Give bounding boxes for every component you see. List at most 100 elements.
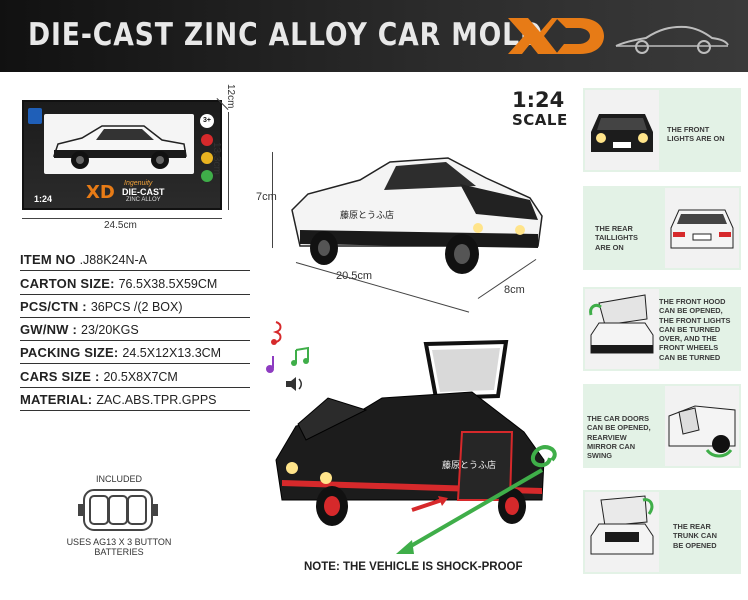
spec-label: PACKING SIZE:	[20, 345, 119, 361]
product-box: 3+ 1:24 XD Ingenuity DIE-CAST ZINC ALLOY	[22, 100, 222, 210]
box-body: 3+ 1:24 XD Ingenuity DIE-CAST ZINC ALLOY	[22, 100, 222, 210]
feature-photo	[585, 90, 659, 170]
spec-row: PCS/CTN : 36PCS /(2 BOX)	[20, 295, 250, 318]
scale-ratio: 1:24	[512, 88, 565, 112]
box-logo: XD Ingenuity DIE-CAST ZINC ALLOY	[86, 180, 186, 206]
spec-row: GW/NW : 23/20KGS	[20, 318, 250, 342]
front-car-photo-icon	[591, 114, 653, 152]
svg-text:藤原とうふ店: 藤原とうふ店	[442, 459, 496, 471]
feature-text-line: THE FRONT	[667, 125, 710, 134]
spec-row: MATERIAL: ZAC.ABS.TPR.GPPS	[20, 388, 250, 412]
scale-word: SCALE	[512, 111, 568, 129]
box-logo-mark: XD	[86, 182, 115, 203]
shock-proof-note: NOTE: THE VEHICLE IS SHOCK-PROOF	[304, 561, 523, 573]
feature-text: THE REAR TAILLIGHTS ARE ON	[595, 224, 638, 252]
feature-text-line: OVER, AND THE	[659, 334, 717, 343]
spec-value: 23/20KGS	[81, 323, 139, 338]
car-silhouette-icon	[615, 25, 729, 54]
box-side-panel: 3+	[198, 110, 218, 190]
feature-photo	[585, 492, 659, 572]
speaker-icon	[286, 377, 302, 391]
feature-photo	[665, 386, 739, 466]
music-note-red-icon	[271, 321, 282, 345]
box-window	[44, 114, 194, 174]
box-depth-label: 12cm	[225, 84, 236, 109]
spec-value: 76.5X38.5X59CM	[118, 276, 218, 291]
battery-caption-line2: BATTERIES	[94, 547, 144, 558]
car-width-label: 8cm	[504, 284, 525, 296]
box-brand-line2: ZINC ALLOY	[126, 197, 161, 203]
spec-value: .J88K24N-A	[79, 253, 147, 268]
feature-text-line: THE FRONT LIGHTS	[659, 315, 731, 325]
feature-text: THE REAR TRUNK CAN BE OPENED	[673, 522, 717, 550]
battery-caption-line1: USES AG13 X 3 BUTTON	[66, 537, 172, 547]
feature-text-line: LIGHTS ARE ON	[667, 134, 725, 144]
feature-photo	[665, 188, 739, 268]
feature-panel-rear-trunk: THE REAR TRUNK CAN BE OPENED	[583, 490, 741, 574]
header-banner: DIE-CAST ZINC ALLOY CAR MOLD	[0, 0, 748, 72]
feature-text-line: ARE ON	[595, 242, 624, 252]
hood-open-photo-icon	[589, 294, 654, 354]
battery-included-label: INCLUDED	[95, 474, 142, 484]
feature-text-line: CAN BE TURNED	[659, 324, 721, 334]
spec-label: GW/NW :	[20, 322, 77, 338]
spec-value: ZAC.ABS.TPR.GPPS	[96, 393, 217, 408]
feature-text: THE FRONT LIGHTS ARE ON	[667, 125, 725, 144]
spec-value: 24.5X12X13.3CM	[122, 346, 222, 361]
music-note-purple-icon	[266, 356, 274, 373]
feature-text-line: THE REAR	[673, 522, 711, 531]
feature-text-line: CAN BE OPENED,	[587, 423, 651, 433]
feature-text-line: FRONT WHEELS	[659, 343, 719, 353]
box-width-label: 24.5cm	[104, 220, 137, 231]
warning-green-icon	[201, 170, 213, 182]
feature-panel-car-doors: THE CAR DOORS CAN BE OPENED, REARVIEW MI…	[583, 384, 741, 468]
spec-label: PCS/CTN :	[20, 298, 87, 314]
green-swirl-arrow-icon	[396, 445, 557, 554]
feature-panel-rear-taillights: THE REAR TAILLIGHTS ARE ON	[583, 186, 741, 270]
feature-text-line: REARVIEW	[587, 432, 627, 442]
spec-row: CARS SIZE : 20.5X8X7CM	[20, 364, 250, 388]
feature-text-line: MIRROR CAN	[587, 441, 636, 451]
spec-row: ITEM NO .J88K24N-A	[20, 248, 250, 272]
box-scale-label: 1:24	[34, 194, 53, 204]
feature-text-line: SWING	[587, 451, 613, 460]
battery-icon	[78, 489, 158, 531]
battery-caption: USES AG13 X 3 BUTTON BATTERIES	[62, 537, 176, 558]
white-car-image: 藤原とうふ店	[291, 157, 543, 274]
feature-text-line: CAN BE TURNED	[659, 352, 721, 362]
spec-row: PACKING SIZE: 24.5X12X13.3CM	[20, 341, 250, 365]
boxed-car-icon	[52, 125, 187, 169]
warning-yellow-icon	[201, 152, 213, 164]
car-length-label: 20.5cm	[336, 270, 373, 282]
spec-label: MATERIAL:	[20, 392, 93, 408]
box-height-label: 13.3cm	[211, 142, 222, 175]
box-height-line	[228, 112, 229, 210]
feature-text-line: THE CAR DOORS	[587, 414, 650, 423]
spec-row: CARTON SIZE: 76.5X38.5X59CM	[20, 271, 250, 295]
warning-red-icon	[201, 134, 213, 146]
feature-text: THE FRONT HOOD CAN BE OPENED, THE FRONT …	[659, 297, 730, 362]
box-brand-line1: DIE-CAST	[122, 187, 165, 197]
feature-text-line: THE REAR	[595, 224, 633, 233]
xd-logo-icon	[508, 18, 604, 54]
rear-car-photo-icon	[670, 209, 734, 249]
feature-text: THE CAR DOORS CAN BE OPENED, REARVIEW MI…	[587, 414, 651, 460]
black-car-image: 藤原とうふ店	[275, 340, 545, 526]
box-brand-badge-icon	[28, 108, 42, 124]
age-badge: 3+	[200, 114, 214, 128]
spec-label: ITEM NO	[20, 252, 76, 268]
spec-value: 20.5X8X7CM	[103, 369, 178, 384]
feature-text-line: CAN BE OPENED,	[659, 306, 723, 316]
box-brand-script: Ingenuity	[124, 180, 153, 187]
feature-panel-front-lights: THE FRONT LIGHTS ARE ON	[583, 88, 741, 172]
box-width-line	[22, 218, 222, 219]
page-title: DIE-CAST ZINC ALLOY CAR MOLD	[28, 17, 543, 53]
door-open-photo-icon	[668, 405, 736, 458]
feature-text-line: TAILLIGHTS	[595, 233, 638, 243]
feature-text-line: THE FRONT HOOD	[659, 297, 726, 306]
scale-label: 1:24 SCALE	[512, 90, 568, 128]
spec-label: CARTON SIZE:	[20, 275, 115, 291]
feature-photo	[585, 289, 659, 369]
feature-panel-front-hood: THE FRONT HOOD CAN BE OPENED, THE FRONT …	[583, 287, 741, 371]
spec-label: CARS SIZE :	[20, 368, 100, 384]
